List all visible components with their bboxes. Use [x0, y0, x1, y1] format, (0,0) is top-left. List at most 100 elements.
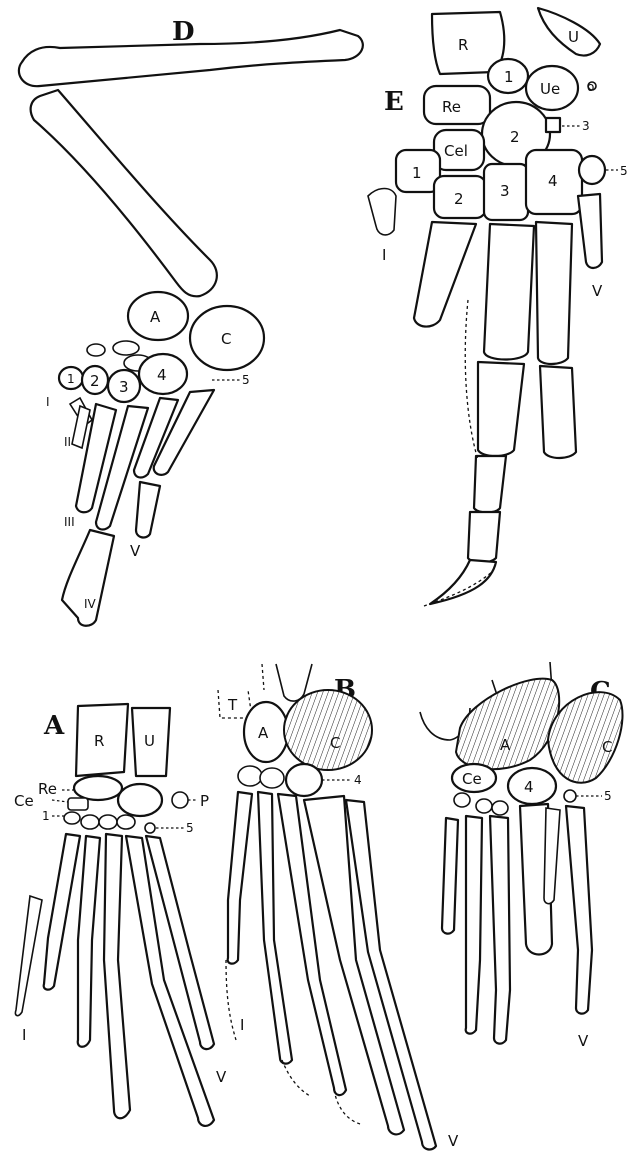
- b-digit-ii-trail: [282, 1060, 310, 1096]
- carpal-small-2: [113, 341, 139, 355]
- a-label-i: I: [22, 1026, 26, 1044]
- a-carpal-mid: [118, 784, 162, 816]
- label-a: A: [150, 308, 161, 326]
- b-label-t: T: [227, 696, 238, 714]
- label-2: 2: [90, 372, 100, 390]
- figure-e: E R U 1 Ue o Re 2 3 Cel: [368, 8, 628, 606]
- digit-e-v: [578, 194, 602, 268]
- figure-e-letter: E: [384, 87, 404, 117]
- b-carpal-row2: [260, 768, 284, 788]
- b-carpal-4: [286, 764, 322, 796]
- digit-v-phalanx: [136, 482, 160, 537]
- a-label-u: U: [144, 732, 155, 750]
- c-carpal-row3: [492, 801, 508, 815]
- digit-e-iv-p1: [540, 366, 576, 458]
- a-carpal-row1: [64, 812, 80, 824]
- label-ii: II: [64, 435, 71, 449]
- b-label-4: 4: [354, 773, 362, 787]
- carpal-e-3-small: [546, 118, 560, 132]
- c-carpal-row1: [454, 793, 470, 807]
- label-c: C: [221, 330, 231, 348]
- label-1: 1: [67, 372, 75, 386]
- digit-e-iii-p2: [474, 456, 506, 513]
- b-fibula-outline: [262, 664, 264, 690]
- label-i: I: [46, 395, 50, 409]
- label-r: R: [458, 36, 468, 54]
- b-label-v: V: [448, 1132, 459, 1150]
- label-re: Re: [442, 98, 461, 116]
- a-label-p: P: [200, 792, 209, 810]
- label-e-3: 3: [500, 182, 510, 200]
- digit-e-ii: [414, 222, 476, 327]
- digit-iv-distal: [62, 530, 114, 626]
- digit-e-iii-meta: [484, 224, 534, 360]
- a-carpal-row4: [117, 815, 135, 829]
- digit-e-iii-p1: [478, 362, 524, 456]
- label-e-i: I: [382, 246, 386, 264]
- a-digit-iii: [104, 834, 130, 1118]
- a-label-v: V: [216, 1068, 227, 1086]
- c-label-5: 5: [604, 789, 612, 803]
- a-carpal-5: [145, 823, 155, 833]
- c-label-4: 4: [524, 778, 534, 796]
- figure-d: D A C 1 2 3 4 5 I II III V: [19, 17, 363, 626]
- label-e-3-small: 3: [582, 119, 590, 133]
- figure-b: B T A C 4 I V: [218, 664, 459, 1150]
- label-e-1b: 1: [412, 164, 422, 182]
- b-carpal-row1: [238, 766, 262, 786]
- figure-a-letter: A: [43, 711, 65, 741]
- a-carpal-p: [172, 792, 188, 808]
- label-3: 3: [119, 378, 129, 396]
- a-digit-i: [44, 834, 80, 990]
- a-leader-ce: [52, 800, 68, 802]
- label-v: V: [130, 542, 141, 560]
- digit-e-trail: [465, 300, 478, 460]
- a-label-5: 5: [186, 821, 194, 835]
- label-iii: III: [64, 515, 75, 529]
- claw-e: [430, 560, 496, 604]
- a-label-ce: Ce: [14, 792, 34, 810]
- carpal-small-1: [87, 344, 105, 356]
- label-ue: Ue: [540, 80, 560, 98]
- b-label-a: A: [258, 724, 269, 742]
- a-carpal-re: [74, 776, 122, 800]
- label-e-4: 4: [548, 172, 558, 190]
- b-digit-i: [228, 792, 252, 964]
- figure-d-letter: D: [172, 17, 195, 47]
- c-digit-i: [442, 818, 458, 934]
- carpal-e-5: [579, 156, 605, 184]
- label-4: 4: [157, 366, 167, 384]
- forearm-bone: [31, 90, 217, 296]
- a-label-r: R: [94, 732, 104, 750]
- c-label-a: A: [500, 736, 511, 754]
- digit-e-iii-p3: [468, 512, 500, 563]
- figure-a: A R U Re Ce 1 P 5 I V: [14, 704, 227, 1126]
- label-u: U: [568, 28, 579, 46]
- a-label-re: Re: [38, 780, 57, 798]
- label-e-2: 2: [510, 128, 520, 146]
- c-digit-outer: [544, 808, 560, 904]
- label-e-2b: 2: [454, 190, 464, 208]
- figure-c: C A C Ce 4 5 V: [420, 662, 623, 1050]
- label-e-1: 1: [504, 68, 514, 86]
- a-digit-i-meta: [15, 896, 42, 1016]
- c-carpal-row2: [476, 799, 492, 813]
- label-cel: Cel: [444, 142, 468, 160]
- c-label-ce: Ce: [462, 770, 482, 788]
- digit-e-i: [368, 189, 396, 235]
- b-digit-i-trail: [226, 960, 236, 1040]
- b-label-c: C: [330, 734, 340, 752]
- b-carpal-c: [284, 690, 372, 770]
- a-digit-ii: [78, 836, 100, 1047]
- label-e-5: 5: [620, 164, 628, 178]
- digit-e-iv-meta: [536, 222, 572, 364]
- a-carpal-row3: [99, 815, 117, 829]
- label-5: 5: [242, 373, 250, 387]
- b-label-i: I: [240, 1016, 244, 1034]
- label-e-v: V: [592, 282, 603, 300]
- a-carpal-row2: [81, 815, 99, 829]
- c-digit-ii: [466, 816, 482, 1034]
- c-carpal-a: [456, 679, 559, 770]
- a-carpal-ce: [68, 798, 88, 810]
